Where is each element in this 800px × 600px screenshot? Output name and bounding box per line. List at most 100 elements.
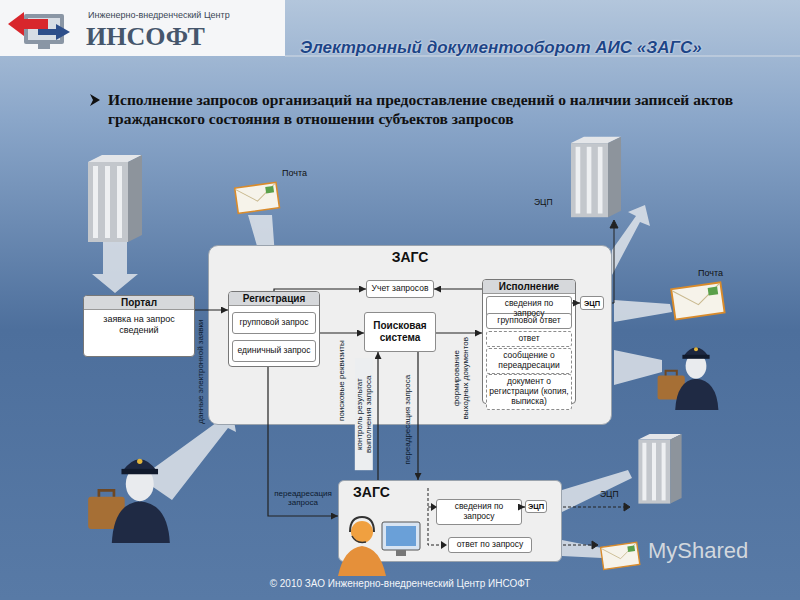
box-title: сведения по запросу bbox=[437, 501, 521, 523]
bullet bbox=[90, 94, 100, 106]
arrow-head bbox=[441, 541, 447, 549]
graphic-part bbox=[614, 300, 672, 322]
titled-box: Исполнениесведения по запросугрупповой о… bbox=[482, 279, 576, 404]
graphic-part bbox=[338, 546, 386, 576]
graphic-part bbox=[350, 517, 374, 532]
process-box: групповой запрос bbox=[232, 312, 316, 334]
slide-subtitle: Исполнение запросов организаций на предо… bbox=[108, 91, 788, 128]
graphic-part bbox=[28, 18, 60, 40]
connector-label: переадресация запроса bbox=[271, 489, 335, 507]
connector-label: формирование выходных документов bbox=[452, 336, 470, 420]
dashed-arrows bbox=[428, 488, 442, 545]
box-title: групповой запрос bbox=[237, 317, 310, 329]
box-title: единичный запрос bbox=[236, 345, 313, 357]
box-title: групповой ответ bbox=[495, 315, 562, 327]
mail-label: Почта bbox=[282, 168, 322, 179]
graphic-part bbox=[8, 12, 48, 36]
officer-figure bbox=[658, 347, 719, 410]
process-box: единичный запрос bbox=[232, 340, 316, 362]
connector-arrow bbox=[195, 309, 228, 310]
signature-box: ЭЦП bbox=[580, 296, 604, 310]
connector-label: поисковые реквизиты bbox=[337, 339, 346, 423]
process-box: ответ по запросу bbox=[448, 537, 532, 553]
mail-envelope bbox=[235, 182, 280, 213]
graphic-part bbox=[352, 536, 366, 542]
box-title: ЗАГС bbox=[339, 481, 561, 503]
organization-building bbox=[571, 137, 621, 218]
graphic-part bbox=[351, 521, 373, 543]
organization-building bbox=[638, 434, 681, 504]
titled-box: Порталзаявка на запрос сведений bbox=[83, 295, 195, 357]
output-box: документ о регистрации (копия, выписка) bbox=[486, 374, 572, 410]
process-box: групповой ответ bbox=[486, 313, 572, 329]
box-title: Портал bbox=[84, 296, 194, 310]
copyright: © 2010 ЗАО Инженерно-внедренческий Центр… bbox=[0, 578, 800, 590]
box-text: заявка на запрос сведений bbox=[84, 310, 194, 340]
box-title: ЭЦП bbox=[584, 299, 600, 308]
box-title: сообщение о переадресации bbox=[487, 350, 571, 372]
titled-box: Регистрация групповой запрос единичный зап… bbox=[228, 291, 320, 367]
graphic-part bbox=[592, 541, 598, 549]
watermark: MyShared bbox=[648, 538, 788, 564]
connectors bbox=[195, 289, 580, 516]
signature-label: ЭЦП bbox=[534, 197, 560, 207]
connector-arrow bbox=[572, 302, 580, 303]
connector-label: переадресация запроса bbox=[403, 370, 412, 470]
graphic-part bbox=[92, 240, 138, 293]
connector-arrow bbox=[320, 332, 364, 333]
connector-arrow bbox=[522, 506, 525, 507]
organization-building bbox=[88, 155, 142, 242]
graphic-part bbox=[614, 350, 662, 385]
graphic-part bbox=[38, 24, 70, 40]
arrow-head bbox=[431, 503, 437, 511]
connector-arrow bbox=[268, 367, 338, 516]
graphic-part bbox=[38, 44, 50, 49]
mail-envelope bbox=[601, 542, 640, 569]
connector-label: контроль результат выполнения запроса bbox=[355, 358, 373, 470]
signature-label: ЭЦП bbox=[600, 489, 626, 499]
logo-name: ИНСОФТ bbox=[86, 21, 281, 52]
mail-envelope bbox=[671, 282, 724, 319]
box-title: Регистрация bbox=[229, 292, 319, 306]
logo-icon bbox=[8, 12, 70, 49]
logo-caption: Инженерно-внедренческий Центр bbox=[88, 10, 283, 21]
slide-title: Электронный документооборот АИС «ЗАГС» bbox=[300, 38, 790, 58]
mail-label: Почта bbox=[698, 268, 738, 279]
graphic-part bbox=[612, 205, 650, 275]
box-title: ответ по запросу bbox=[455, 539, 525, 551]
graphic-part bbox=[428, 488, 442, 545]
box-title: ЭЦП bbox=[528, 502, 544, 511]
graphic-part bbox=[562, 470, 632, 512]
logo-panel bbox=[0, 0, 285, 56]
output-box: сообщение о переадресации bbox=[486, 348, 572, 374]
output-box: ответ bbox=[486, 331, 572, 347]
graphic-part bbox=[562, 540, 602, 558]
graphic-part bbox=[396, 550, 406, 556]
box-title: Поисковая система bbox=[365, 319, 435, 345]
process-box: сведения по запросу bbox=[436, 499, 522, 525]
graphic-part bbox=[386, 526, 416, 546]
process-box: Учет запросов bbox=[366, 280, 434, 298]
connector-label: данные электронной заявки bbox=[196, 316, 205, 428]
box-title: ответ bbox=[516, 333, 541, 345]
graphic-part bbox=[624, 503, 630, 511]
officer-figure bbox=[88, 459, 170, 543]
graphic-part bbox=[428, 507, 432, 508]
connector-arrow bbox=[274, 289, 366, 291]
box-title: Исполнение bbox=[483, 280, 575, 294]
organization-box: ЗАГСсведения по запросу ЭЦП ответ по запро… bbox=[338, 480, 562, 562]
graphic-part bbox=[382, 522, 420, 550]
graphic-part bbox=[610, 220, 618, 228]
box-title: документ о регистрации (копия, выписка) bbox=[487, 376, 571, 407]
process-box: Поисковая система bbox=[364, 312, 436, 352]
connector-arrow bbox=[377, 352, 378, 480]
signature-box: ЭЦП bbox=[525, 500, 547, 513]
connector-arrow bbox=[434, 288, 482, 289]
connector-arrow bbox=[417, 352, 418, 480]
box-title: Учет запросов bbox=[370, 283, 431, 295]
box-title: ЗАГС bbox=[209, 246, 611, 268]
operator-figure bbox=[338, 517, 420, 576]
graphic-part bbox=[24, 14, 64, 44]
